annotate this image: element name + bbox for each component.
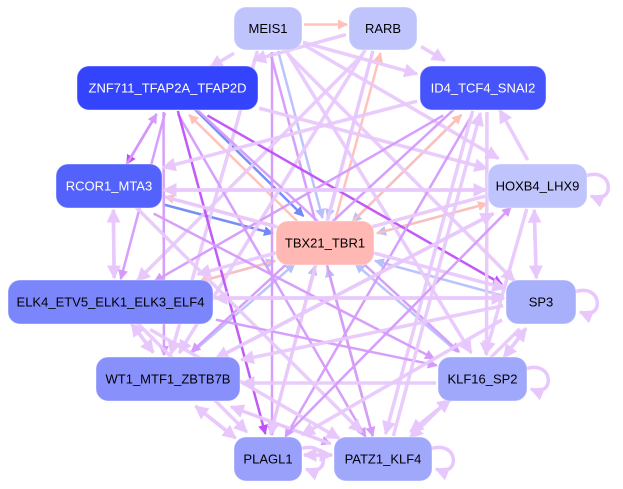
node-box — [437, 356, 528, 402]
node-patz1[interactable]: PATZ1_KLF4 — [333, 436, 433, 482]
node-label: MEIS1 — [248, 21, 287, 36]
node-tbx21[interactable]: TBX21_TBR1 — [275, 220, 375, 266]
node-klf16[interactable]: KLF16_SP2 — [437, 356, 528, 402]
node-hoxb4[interactable]: HOXB4_LHX9 — [487, 163, 588, 209]
node-plagl1[interactable]: PLAGL1 — [233, 436, 303, 482]
node-box — [76, 65, 259, 111]
edge-RCOR1-ZNF711 — [125, 113, 158, 165]
edge-SP3-HOXB4 — [527, 208, 542, 279]
self-loop-HOXB4 — [584, 172, 610, 208]
edge-ID4-RCOR1 — [161, 99, 418, 172]
node-id4[interactable]: ID4_TCF4_SNAI2 — [419, 65, 547, 111]
edge-MEIS1-ZNF711 — [208, 51, 235, 69]
edge-RARB-ZNF711 — [252, 32, 347, 64]
node-label: PATZ1_KLF4 — [345, 452, 422, 467]
edge-ZNF711-TBX21 — [193, 108, 305, 218]
edge-PATZ1-WT1 — [229, 404, 332, 446]
edge-ELK4-RCOR1 — [106, 208, 121, 278]
node-label: KLF16_SP2 — [447, 372, 517, 387]
edge-ID4-ELK4 — [153, 114, 444, 283]
edge-PLAGL1-WT1 — [194, 404, 237, 440]
node-sp3[interactable]: SP3 — [505, 279, 577, 325]
node-box — [233, 6, 303, 51]
edge-WT1-ELK4 — [130, 322, 155, 354]
edge-RCOR1-KLF16 — [153, 212, 436, 360]
node-box — [333, 436, 433, 482]
node-box — [275, 220, 375, 266]
node-znf711[interactable]: ZNF711_TFAP2A_TFAP2D — [76, 65, 259, 111]
edge-RCOR1-PATZ1 — [134, 205, 363, 434]
node-meis1[interactable]: MEIS1 — [233, 6, 303, 51]
self-loop-KLF16 — [524, 365, 550, 401]
edge-TBX21-ELK4 — [197, 259, 276, 285]
node-label: ELK4_ETV5_ELK1_ELK3_ELF4 — [17, 295, 205, 310]
edge-PATZ1-KLF16 — [409, 398, 452, 434]
edge-RARB-ID4 — [420, 44, 446, 63]
edge-SP3-TBX21 — [373, 258, 504, 297]
self-loop-SP3 — [573, 288, 599, 324]
node-label: ID4_TCF4_SNAI2 — [431, 81, 536, 96]
node-label: TBX21_TBR1 — [285, 236, 365, 251]
edge-ZNF711-HOXB4 — [258, 106, 489, 173]
edge-TBX21-ID4 — [351, 113, 463, 223]
edge-TBX21-ZNF711 — [188, 113, 299, 223]
edge-SP3-WT1 — [239, 304, 504, 365]
self-loop-PLAGL1 — [299, 445, 325, 481]
nodes-layer: MEIS1 RARB ZNF711_TFAP2A_TFAP2D ID4_TCF4_SN… — [7, 6, 588, 482]
self-loop-PATZ1 — [429, 445, 455, 481]
node-wt1[interactable]: WT1_MTF1_ZBTB7B — [95, 356, 241, 402]
node-box — [419, 65, 547, 111]
node-label: HOXB4_LHX9 — [496, 179, 580, 194]
node-box — [233, 436, 303, 482]
node-label: RCOR1_MTA3 — [66, 179, 152, 194]
node-box — [95, 356, 241, 402]
edge-SP3-PLAGL1 — [300, 318, 503, 437]
node-box — [348, 6, 418, 51]
edge-PATZ1-ID4 — [391, 111, 484, 437]
edge-KLF16-SP3 — [502, 327, 528, 359]
node-box — [505, 279, 577, 325]
edge-RARB-ELK4 — [136, 53, 364, 283]
node-label: PLAGL1 — [243, 452, 292, 467]
node-rarb[interactable]: RARB — [348, 6, 418, 51]
node-elk4[interactable]: ELK4_ETV5_ELK1_ELK3_ELF4 — [7, 279, 214, 325]
edges-layer — [106, 19, 610, 481]
node-label: RARB — [365, 21, 401, 36]
node-label: WT1_MTF1_ZBTB7B — [106, 372, 231, 387]
node-rcor1[interactable]: RCOR1_MTA3 — [55, 163, 163, 209]
edge-HOXB4-ID4 — [498, 108, 530, 161]
edge-PLAGL1-HOXB4 — [287, 206, 512, 434]
node-box — [487, 163, 588, 209]
node-box — [7, 279, 214, 325]
node-box — [55, 163, 163, 209]
node-label: ZNF711_TFAP2A_TFAP2D — [89, 81, 247, 96]
node-label: SP3 — [529, 295, 554, 310]
